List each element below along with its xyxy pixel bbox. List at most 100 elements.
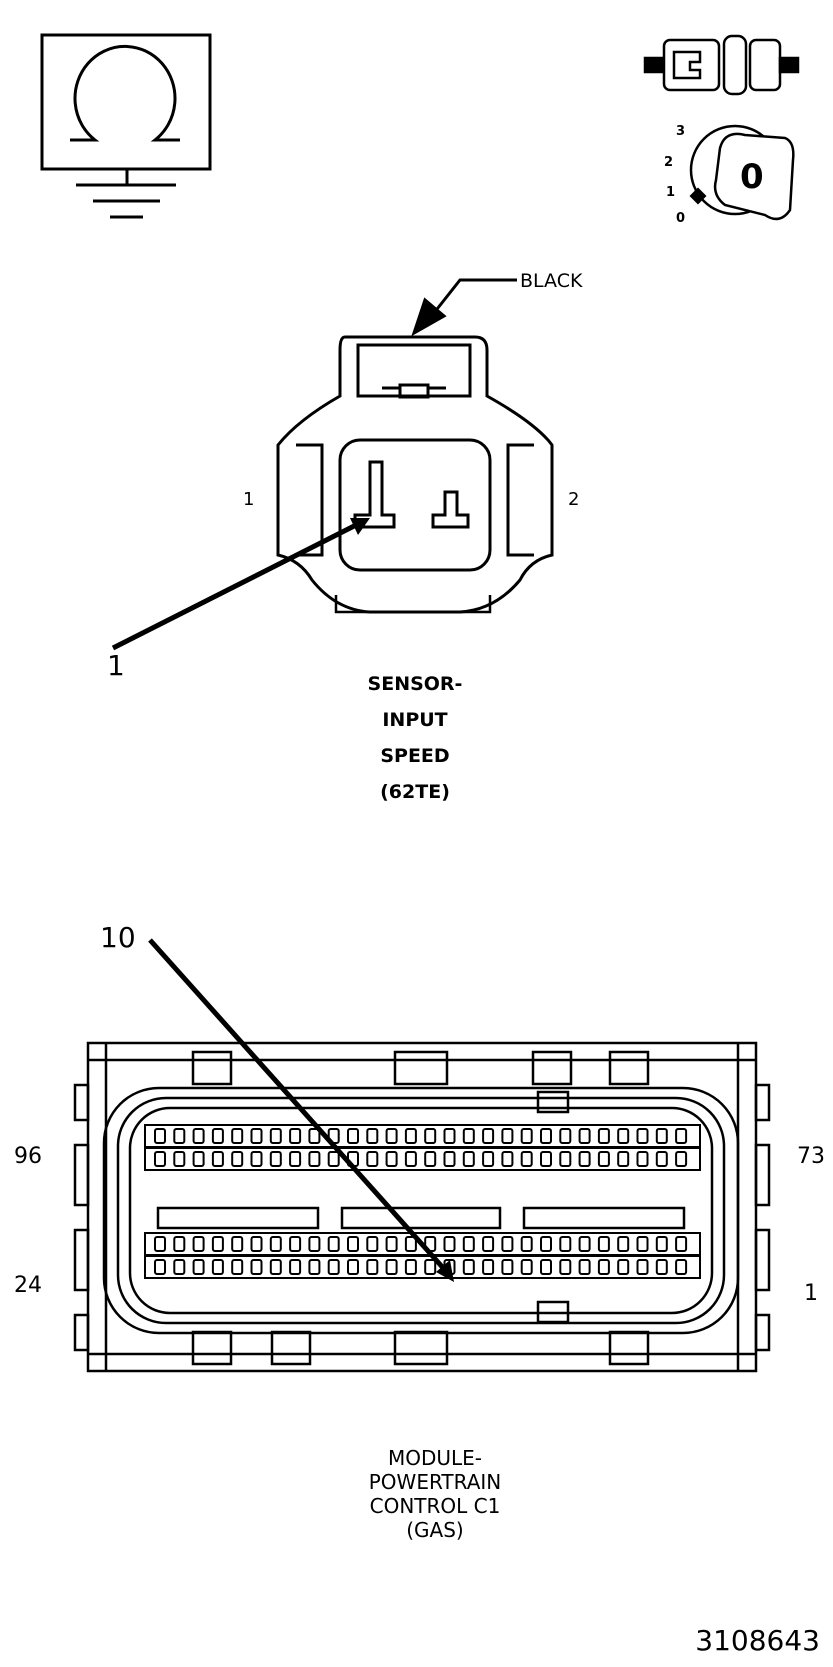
pin-cavity — [540, 1128, 552, 1144]
pin-cavity — [289, 1236, 302, 1252]
pin-cavity — [482, 1151, 495, 1167]
pin-cavity — [540, 1236, 552, 1252]
pcm-caption: MODULE- POWERTRAIN CONTROL C1 (GAS) — [369, 1446, 502, 1542]
pin-cavity — [501, 1236, 514, 1252]
pcm-pin-rows — [144, 1124, 701, 1279]
pin-cavity — [675, 1236, 688, 1252]
pin-cavity — [462, 1259, 475, 1275]
pin-cavity — [308, 1236, 321, 1252]
pin-cavity — [675, 1151, 688, 1167]
sensor-caption-line-1: SENSOR- — [368, 673, 463, 695]
ignition-position-2: 2 — [664, 155, 673, 170]
connector-color-label: BLACK — [520, 270, 583, 292]
pin-cavity — [250, 1236, 263, 1252]
pin-cavity — [617, 1151, 630, 1167]
pcm-connector — [73, 1041, 771, 1373]
pin-cavity — [578, 1259, 591, 1275]
pcm-caption-line-1: MODULE- — [388, 1446, 482, 1470]
pin-cavity — [211, 1259, 224, 1275]
pin-row-frame — [144, 1255, 701, 1279]
pin-cavity — [308, 1259, 321, 1275]
pin-cavity — [559, 1236, 572, 1252]
pin-cavity — [231, 1151, 244, 1167]
pin-cavity — [385, 1151, 398, 1167]
ignition-key-off-icon: 3 2 1 0 0 — [664, 124, 795, 226]
pin-cavity — [501, 1151, 514, 1167]
pin-cavity — [636, 1236, 649, 1252]
pin-cavity — [501, 1259, 514, 1275]
pin-cavity — [617, 1128, 630, 1144]
pin-cavity — [617, 1259, 630, 1275]
pin-cavity — [520, 1236, 533, 1252]
pin-cavity — [173, 1259, 186, 1275]
pin-cavity — [269, 1259, 282, 1275]
pin-cavity — [501, 1128, 514, 1144]
pin-cavity — [385, 1128, 398, 1144]
pin-cavity — [250, 1259, 263, 1275]
pin-cavity — [578, 1128, 591, 1144]
pin-cavity — [347, 1128, 359, 1144]
pin-cavity — [597, 1151, 610, 1167]
ignition-position-3: 3 — [676, 124, 685, 139]
pin-cavity — [289, 1151, 302, 1167]
pin-cavity — [636, 1128, 649, 1144]
pin-cavity — [443, 1236, 456, 1252]
sensor-caption-line-3: SPEED — [380, 745, 449, 767]
pin-cavity — [192, 1128, 205, 1144]
pin-row-frame — [144, 1124, 701, 1148]
pin-cavity — [675, 1128, 688, 1144]
pin-cavity — [617, 1236, 630, 1252]
pin-cavity — [211, 1236, 224, 1252]
pin-cavity — [385, 1236, 398, 1252]
pin-cavity — [269, 1128, 282, 1144]
pin-cavity — [404, 1151, 417, 1167]
pin-cavity — [154, 1236, 166, 1252]
sensor-connector — [276, 278, 554, 614]
pcm-caption-line-2: POWERTRAIN — [369, 1470, 502, 1494]
pin-cavity — [366, 1236, 379, 1252]
pin-cavity — [173, 1236, 186, 1252]
ignition-position-0: 0 — [676, 211, 685, 226]
pin-cavity — [366, 1259, 379, 1275]
pin-cavity — [655, 1259, 668, 1275]
pin-cavity — [327, 1259, 340, 1275]
pin-cavity — [347, 1236, 359, 1252]
pin-cavity — [424, 1128, 437, 1144]
pin-cavity — [424, 1259, 437, 1275]
pin-cavity — [211, 1151, 224, 1167]
pin-cavity — [366, 1128, 379, 1144]
pin-cavity — [231, 1128, 244, 1144]
pin-cavity — [308, 1128, 321, 1144]
pcm-pin-1-label: 1 — [804, 1281, 818, 1306]
pin-cavity — [327, 1151, 340, 1167]
pin-cavity — [636, 1151, 649, 1167]
pin-cavity — [173, 1128, 186, 1144]
pin-cavity — [308, 1151, 321, 1167]
sensor-caption: SENSOR- INPUT SPEED (62TE) — [368, 673, 463, 803]
callout-10-label: 10 — [100, 921, 136, 954]
pin-cavity — [655, 1151, 668, 1167]
pin-cavity — [559, 1259, 572, 1275]
pin-cavity — [192, 1151, 205, 1167]
pin-cavity — [482, 1259, 495, 1275]
sensor-pin-1-label: 1 — [243, 489, 254, 510]
figure-id: 3108643 — [695, 1624, 820, 1657]
pin-cavity — [211, 1128, 224, 1144]
pin-cavity — [462, 1128, 475, 1144]
key-label: 0 — [740, 157, 764, 197]
pin-cavity — [366, 1151, 379, 1167]
pcm-pin-24-label: 24 — [14, 1273, 42, 1298]
pin-cavity — [404, 1128, 417, 1144]
sensor-caption-line-4: (62TE) — [380, 781, 450, 803]
ignition-position-1: 1 — [666, 185, 675, 200]
pin-cavity — [231, 1236, 244, 1252]
pin-cavity — [347, 1259, 359, 1275]
pin-row-frame — [144, 1147, 701, 1171]
pin-cavity — [597, 1236, 610, 1252]
pin-cavity — [540, 1151, 552, 1167]
pin-cavity — [154, 1128, 166, 1144]
pin-cavity — [192, 1259, 205, 1275]
pin-cavity — [636, 1259, 649, 1275]
pin-cavity — [192, 1236, 205, 1252]
pin-cavity — [231, 1259, 244, 1275]
